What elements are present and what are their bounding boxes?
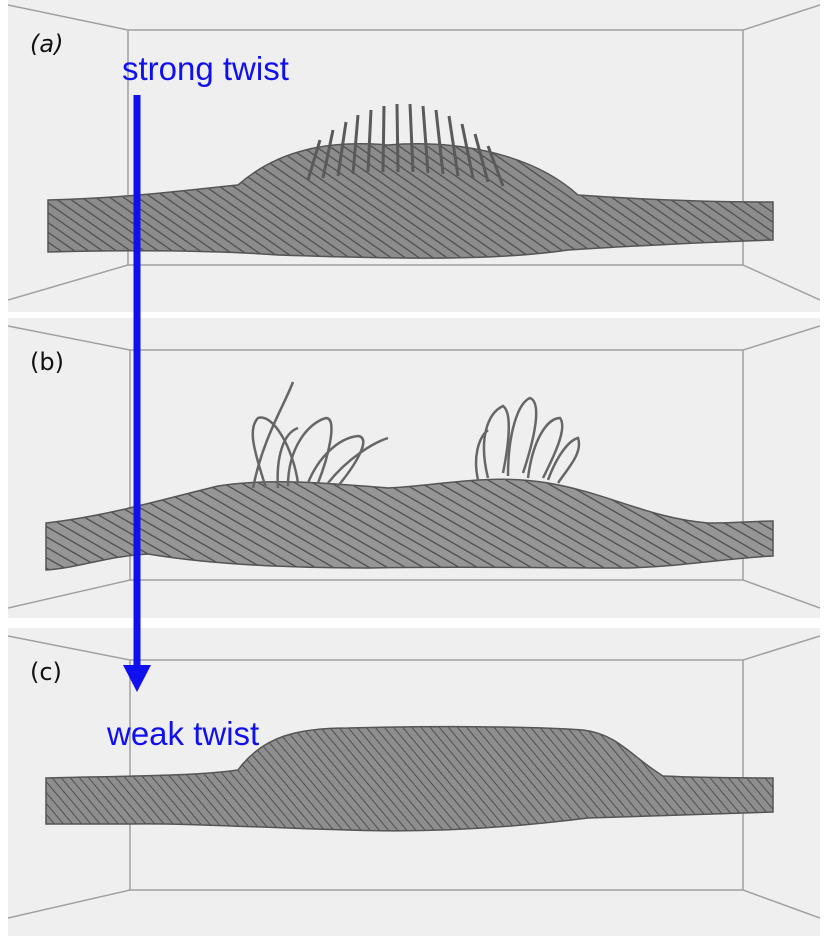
panel-label-a: (a) <box>30 30 63 58</box>
panel-c: (c) <box>8 628 820 936</box>
flux-loops-b-right <box>476 398 579 483</box>
flux-tube-a <box>48 144 773 258</box>
panel-a: (a) <box>8 0 820 312</box>
annotation-weak-twist: weak twist <box>107 715 259 753</box>
panel-c-render <box>8 628 820 936</box>
panel-a-render <box>8 0 820 312</box>
flux-loops-b-left <box>253 382 388 488</box>
panel-b: (b) <box>8 318 820 618</box>
annotation-strong-twist: strong twist <box>122 50 289 88</box>
flux-tube-b <box>46 479 773 570</box>
panel-label-c: (c) <box>30 658 62 686</box>
panel-b-render <box>8 318 820 618</box>
panel-label-b: (b) <box>30 348 64 376</box>
